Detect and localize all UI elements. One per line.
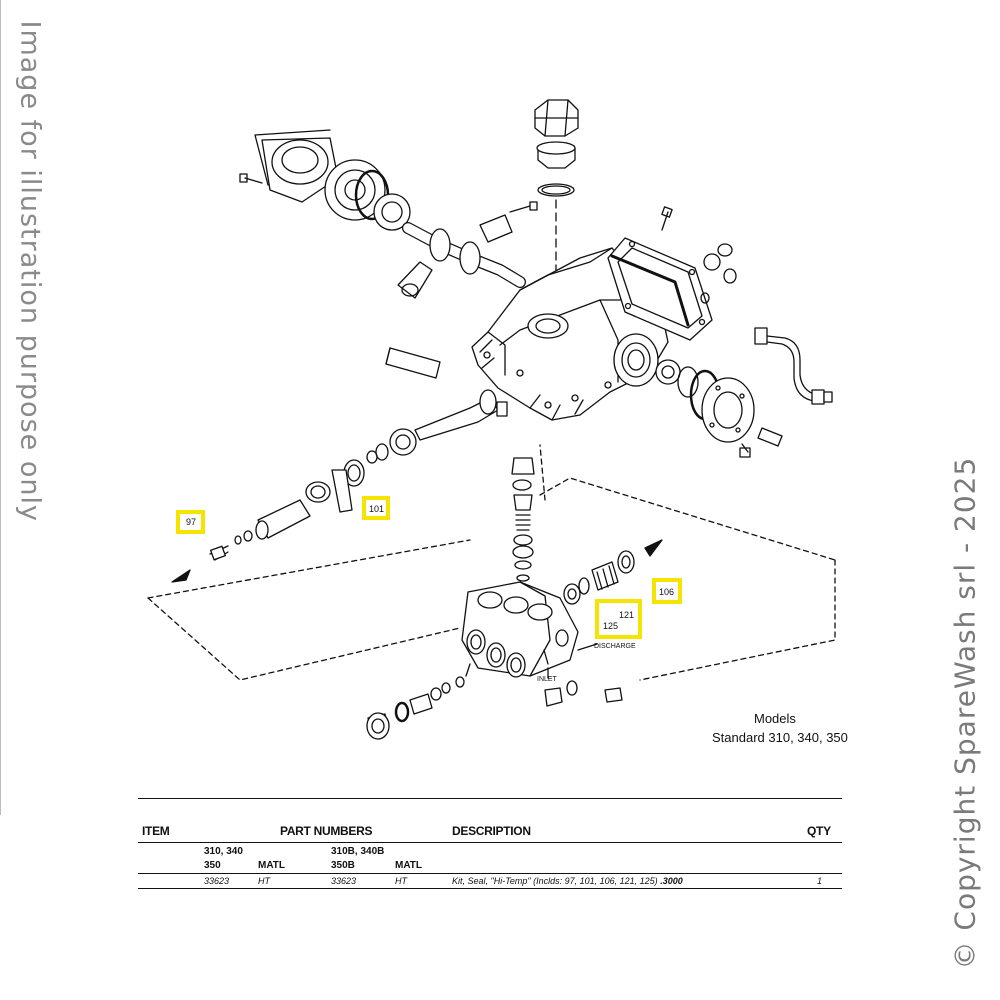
- header-item: ITEM: [142, 824, 170, 838]
- arrow-left: [171, 569, 191, 583]
- callout-106-highlight: [652, 578, 682, 604]
- discharge-parts: [563, 550, 635, 605]
- table-top-rule: [138, 798, 842, 799]
- callout-106: 106: [659, 587, 675, 597]
- material-2: HT: [395, 876, 407, 886]
- material-1: HT: [258, 876, 270, 886]
- header-part-numbers: PART NUMBERS: [280, 824, 373, 838]
- subheader-rule: [138, 873, 842, 874]
- callout-97-highlight: [176, 510, 205, 534]
- oil-line: [754, 327, 833, 405]
- left-page-edge: [0, 0, 1, 815]
- callout-101-highlight: [362, 496, 390, 520]
- inlet-parts: [366, 676, 623, 740]
- arrow-right: [644, 539, 663, 557]
- oil-cap-assembly: [534, 99, 579, 271]
- subheader-model-group-1-line1: 310, 340: [204, 846, 243, 857]
- subheader-matl-1: MATL: [258, 860, 286, 871]
- callout-125: 125: [603, 621, 619, 631]
- inlet-label: INLET: [537, 676, 558, 683]
- subheader-model-group-2-line2: 350B: [331, 860, 355, 871]
- part-number-1: 33623: [204, 876, 230, 886]
- plunger-rod-assembly: [209, 347, 508, 561]
- discharge-leader: [577, 643, 598, 651]
- row-qty: 1: [817, 876, 823, 886]
- rear-cover-plate: [607, 206, 713, 341]
- callout-121-125-highlight: [595, 599, 642, 639]
- part-number-2: 33623: [331, 876, 357, 886]
- manifold-block: [461, 581, 579, 678]
- header-rule: [138, 842, 842, 843]
- discharge-label: DISCHARGE: [594, 643, 636, 650]
- header-description: DESCRIPTION: [452, 824, 531, 838]
- crankshaft-assembly: [239, 129, 538, 299]
- callout-101: 101: [369, 504, 385, 514]
- description-text: Kit, Seal, "Hi-Temp" (Inclds: 97, 101, 1…: [452, 876, 658, 886]
- subheader-model-group-1-line2: 350: [204, 860, 221, 871]
- description-suffix: .3000: [660, 876, 683, 886]
- reference-lines: [147, 444, 836, 681]
- table-bottom-rule: [138, 888, 842, 889]
- subheader-matl-2: MATL: [395, 860, 423, 871]
- valve-stack: [511, 457, 535, 582]
- models-title: Models: [754, 711, 796, 726]
- right-flange-assembly: [655, 243, 783, 458]
- models-subtitle: Standard 310, 340, 350: [712, 730, 848, 745]
- subheader-model-group-2-line1: 310B, 340B: [331, 846, 385, 857]
- callout-121: 121: [619, 610, 635, 620]
- header-qty: QTY: [807, 824, 831, 838]
- row-description: Kit, Seal, "Hi-Temp" (Inclds: 97, 101, 1…: [452, 876, 683, 886]
- callout-97: 97: [186, 517, 197, 527]
